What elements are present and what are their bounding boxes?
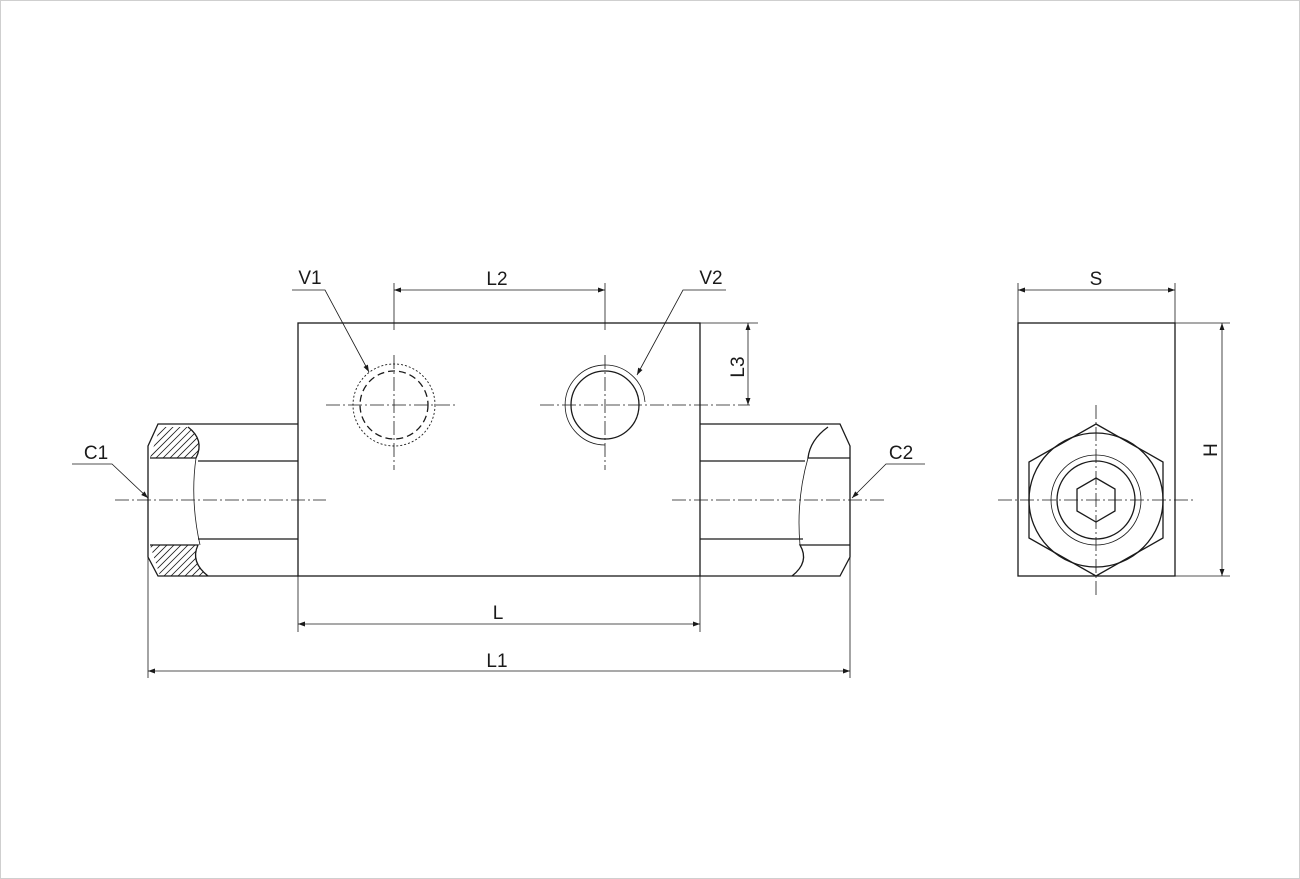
hatch-line (376, 427, 678, 576)
hatch-line (369, 427, 671, 576)
hatch-line (0, 350, 75, 650)
hatch-line (0, 350, 5, 650)
hatch-line (0, 350, 33, 650)
hatch-line (397, 427, 699, 576)
left-port-fitting (147, 423, 298, 577)
l1-label: L1 (486, 651, 507, 672)
hatch-line (362, 427, 664, 576)
hatch-line (481, 427, 783, 576)
hatch-line (0, 350, 110, 650)
hatch-line (502, 427, 804, 576)
hatch-line (0, 350, 26, 650)
hatch-line (0, 350, 82, 650)
hatch-line (0, 350, 103, 650)
hatch-line (313, 427, 615, 576)
hatch-line (150, 427, 153, 576)
v2-leader (636, 289, 726, 376)
v1-leader (292, 289, 370, 373)
hatch-line (0, 350, 89, 650)
h-label: H (1201, 443, 1222, 457)
hatch-line (299, 427, 601, 576)
hatch-line (0, 350, 68, 650)
hatch-line (0, 350, 124, 650)
hatch-line (0, 350, 12, 650)
section-hatching (0, 350, 850, 650)
front-view (0, 322, 885, 650)
hatch-line (150, 427, 160, 576)
hatch-line (194, 427, 496, 576)
hatch-line (0, 350, 54, 650)
hatch-line (150, 427, 181, 576)
hatch-line (306, 427, 608, 576)
c1-leader (72, 463, 149, 499)
hatch-line (150, 427, 188, 576)
hatch-line (285, 427, 587, 576)
hatch-line (355, 427, 657, 576)
l3-label: L3 (728, 356, 749, 377)
side-dimensions: S H (1017, 269, 1230, 577)
right-port-fitting (700, 423, 851, 577)
valve-body (297, 322, 701, 577)
l-label: L (493, 603, 504, 624)
v1-label: V1 (298, 268, 321, 289)
hatch-line (150, 427, 391, 576)
hatch-line (0, 350, 131, 650)
hatch-line (334, 427, 636, 576)
hatch-line (404, 427, 706, 576)
hatch-line (0, 350, 40, 650)
hatch-line (383, 427, 685, 576)
hatch-line (0, 350, 96, 650)
hatch-line (586, 427, 850, 576)
hatch-line (0, 350, 61, 650)
hatch-line (432, 427, 734, 576)
hatch-line (411, 427, 713, 576)
hatch-line (327, 427, 629, 576)
hatch-line (390, 427, 692, 576)
l2-label: L2 (486, 269, 507, 290)
hatch-line (0, 350, 19, 650)
hatch-line (222, 427, 524, 576)
side-view (998, 322, 1195, 598)
c1-label: C1 (84, 443, 108, 464)
front-dimensions: L2 L3 L L1 V1 V2 C1 C2 (72, 268, 925, 678)
hatch-line (292, 427, 594, 576)
s-label: S (1090, 269, 1103, 290)
hatch-line (0, 350, 117, 650)
c2-leader (851, 463, 925, 499)
c2-label: C2 (889, 443, 913, 464)
hatch-line (0, 350, 47, 650)
v2-label: V2 (699, 268, 722, 289)
hatch-line (320, 427, 622, 576)
